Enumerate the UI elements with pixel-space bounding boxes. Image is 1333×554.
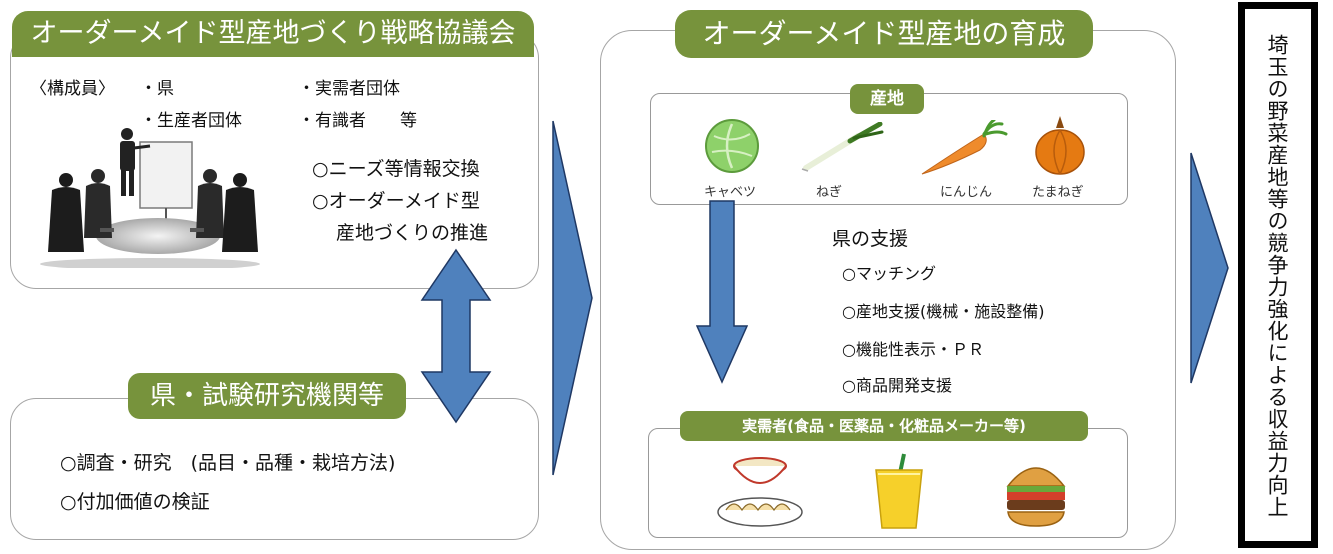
member-producer-groups: ・生産者団体 (140, 111, 242, 131)
ramen-gyoza-icon (717, 457, 803, 527)
hamburger-icon (1006, 467, 1066, 527)
result-box (1238, 2, 1318, 548)
member-user-groups: ・実需者団体 (298, 79, 400, 99)
production-label: 産地 (850, 84, 924, 114)
onion-icon (1035, 116, 1085, 175)
vegetable-carrot-label: にんじん (940, 185, 993, 200)
vegetable-onion-label: たまねぎ (1032, 185, 1084, 200)
council-box (10, 32, 539, 289)
research-box (10, 398, 539, 540)
member-experts: ・有識者 等 (298, 111, 417, 131)
members-label: 〈構成員〉 (30, 79, 115, 99)
council-title: オーダーメイド型産地づくり戦略協議会 (12, 11, 534, 57)
research-item-survey: ○調査・研究 (品目・品種・栽培方法) (60, 452, 396, 474)
support-functional-pr: ○機能性表示・ＰＲ (842, 340, 984, 359)
vegetable-leek-label: ねぎ (816, 185, 843, 200)
support-facilities: ○産地支援(機械・施設整備) (842, 302, 1045, 321)
activity-ordermade: ○オーダーメイド型 (312, 190, 480, 212)
support-title: 県の支援 (832, 228, 909, 250)
activity-promotion: 産地づくりの推進 (336, 222, 489, 244)
result-text: 埼玉の野菜産地等の競争力強化による収益力向上 (1265, 34, 1289, 518)
juice-icon (875, 453, 923, 529)
cabbage-icon (705, 119, 759, 173)
leek-icon (801, 122, 884, 172)
support-matching: ○マッチング (842, 264, 936, 283)
big-arrow-right (1190, 152, 1229, 384)
vegetable-cabbage-label: キャベツ (704, 185, 757, 200)
member-prefecture: ・県 (140, 79, 174, 99)
activity-info-exchange: ○ニーズ等情報交換 (312, 158, 480, 180)
support-product-dev: ○商品開発支援 (842, 376, 952, 395)
development-title: オーダーメイド型産地の育成 (675, 10, 1093, 58)
down-arrow (696, 200, 748, 384)
research-item-value: ○付加価値の検証 (60, 491, 210, 513)
research-title: 県・試験研究機関等 (128, 373, 406, 419)
users-label: 実需者(食品・医薬品・化粧品メーカー等) (680, 411, 1088, 441)
carrot-icon (921, 120, 1008, 175)
big-arrow-left (552, 120, 593, 476)
double-arrow (420, 248, 492, 424)
meeting-illustration (40, 128, 260, 268)
